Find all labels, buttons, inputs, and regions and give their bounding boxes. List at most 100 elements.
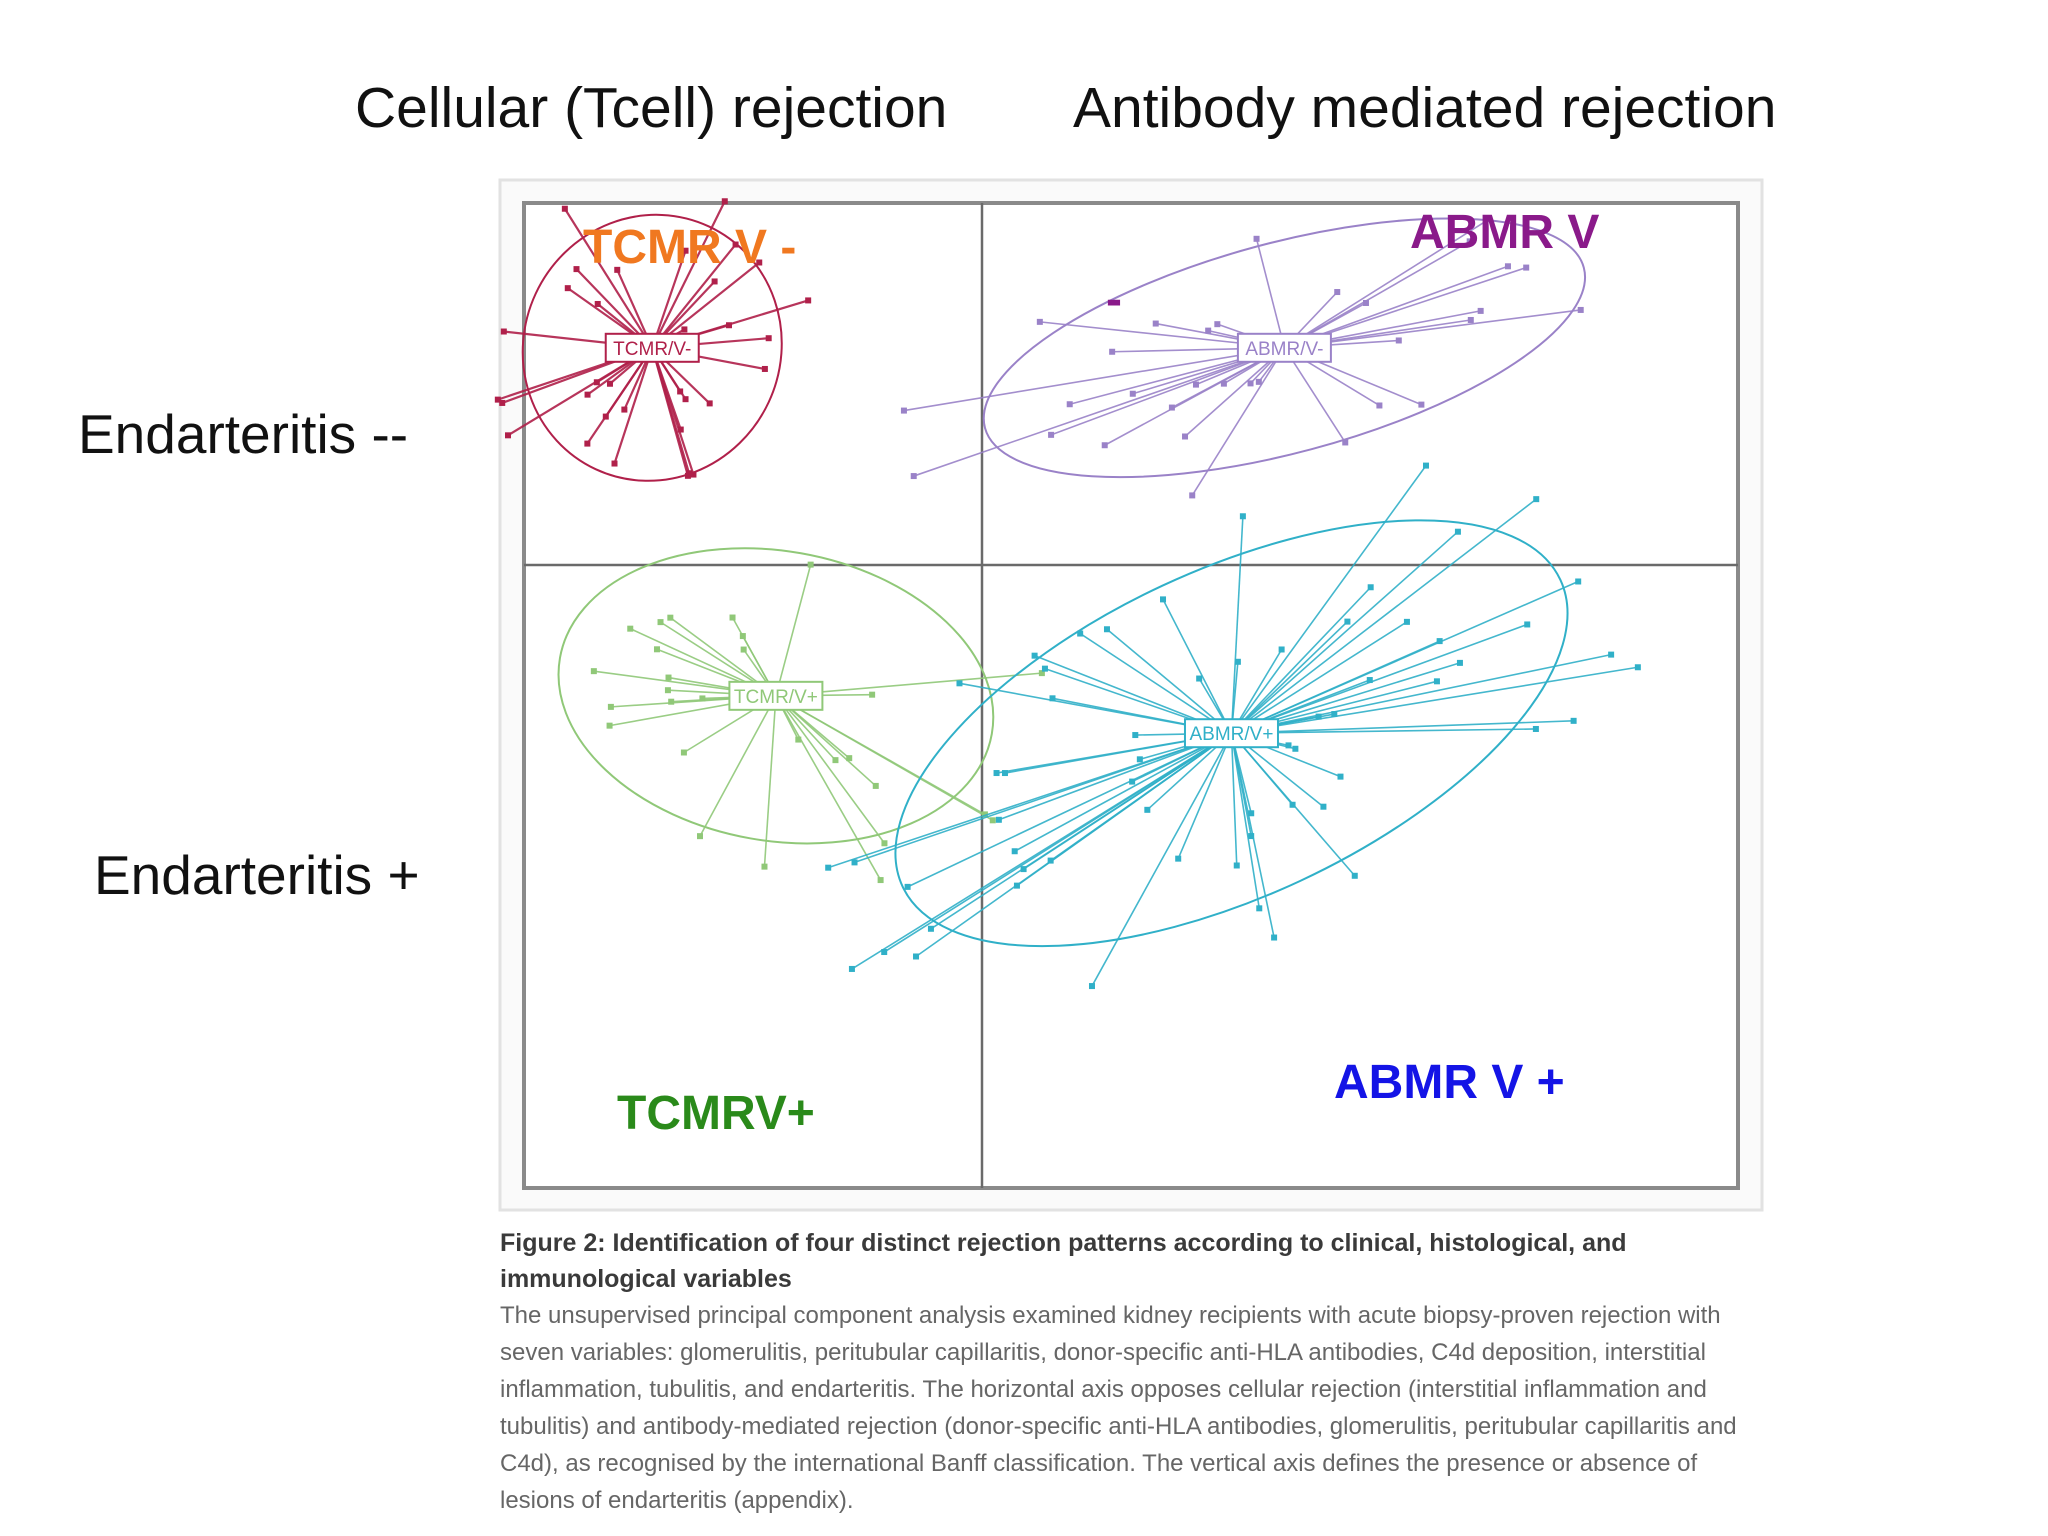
cluster-label-tcmr-v-pos: TCMR/V+	[734, 687, 818, 708]
spoke-line	[1231, 621, 1408, 734]
data-point	[1239, 513, 1246, 520]
spoke-line	[775, 564, 812, 697]
data-point	[1454, 528, 1461, 535]
data-point	[1271, 934, 1278, 941]
data-point	[1129, 390, 1136, 397]
data-point	[564, 285, 571, 292]
spoke-line	[1284, 309, 1581, 349]
data-point	[740, 646, 747, 653]
plot-area	[522, 201, 1740, 1190]
data-point	[611, 460, 618, 467]
spoke-line	[613, 347, 654, 464]
data-point	[993, 770, 1000, 777]
data-point	[1366, 677, 1373, 684]
data-point	[1253, 235, 1260, 242]
spoke-line	[1231, 728, 1536, 735]
data-point	[1466, 238, 1473, 245]
data-point	[681, 326, 688, 333]
data-point	[1214, 321, 1221, 328]
spoke-line	[1231, 653, 1612, 734]
data-point	[1036, 318, 1043, 325]
cluster-label-abmr-v-pos: ABMR/V+	[1190, 724, 1274, 745]
spoke-line	[1106, 628, 1232, 734]
cluster-ellipse	[894, 519, 1569, 948]
data-point	[1477, 307, 1484, 314]
data-point	[807, 561, 814, 568]
data-point	[989, 817, 996, 824]
spoke-line	[827, 732, 1232, 869]
data-point	[1255, 378, 1262, 385]
data-point	[1248, 810, 1255, 817]
data-point	[1575, 578, 1582, 585]
row-label-endarteritis-positive: Endarteritis +	[94, 844, 420, 906]
spoke-line	[775, 695, 882, 881]
spoke-line	[763, 695, 777, 867]
data-point	[1132, 732, 1139, 739]
data-point	[1152, 320, 1159, 327]
data-point	[499, 399, 506, 406]
data-point	[606, 722, 613, 729]
data-point	[682, 247, 689, 254]
data-point	[584, 440, 591, 447]
data-point	[680, 749, 687, 756]
spoke-line	[1231, 720, 1574, 735]
data-point	[981, 811, 988, 818]
spoke-line	[851, 732, 1232, 970]
spoke-line	[563, 208, 654, 349]
data-point	[1234, 658, 1241, 665]
cluster-label-box	[1183, 718, 1279, 749]
data-point	[1144, 806, 1151, 813]
cluster-ellipse	[982, 217, 1587, 479]
data-point	[621, 406, 628, 413]
label-tcmr-v-negative: TCMR V -	[583, 221, 797, 274]
spoke-line	[1255, 238, 1286, 348]
spoke-line	[1162, 599, 1233, 734]
data-point	[1634, 664, 1641, 671]
caption-title: Figure 2: Identification of four distinc…	[500, 1229, 1627, 1293]
data-point	[904, 883, 911, 890]
data-point	[846, 755, 853, 762]
data-point	[1351, 872, 1358, 879]
data-point	[1182, 433, 1189, 440]
spoke-line	[1230, 498, 1537, 734]
data-point	[657, 619, 664, 626]
spoke-line	[907, 732, 1232, 888]
caption-body: The unsupervised principal component ana…	[500, 1302, 1737, 1514]
data-point	[1031, 652, 1038, 659]
heading-antibody-rejection: Antibody mediated rejection	[1073, 76, 1777, 140]
spoke-line	[1283, 218, 1490, 349]
data-point	[851, 859, 858, 866]
data-point	[1256, 905, 1263, 912]
data-point	[910, 473, 917, 480]
data-point	[1504, 263, 1511, 270]
label-abmr-v-negative: ABMR V	[1410, 206, 1600, 259]
data-point	[1192, 381, 1199, 388]
spoke-line	[651, 243, 737, 349]
data-point	[1175, 855, 1182, 862]
data-point	[627, 625, 634, 632]
data-point	[761, 365, 768, 372]
data-point	[900, 407, 907, 414]
data-point	[1433, 678, 1440, 685]
data-point	[706, 400, 713, 407]
data-point	[690, 471, 697, 478]
data-point	[761, 863, 768, 870]
spoke-line	[1230, 733, 1238, 866]
data-point	[1001, 770, 1008, 777]
data-point	[668, 698, 675, 705]
data-point	[1247, 380, 1254, 387]
cluster-abmr-v-pos: ABMR/V+	[825, 462, 1641, 990]
data-point	[1278, 646, 1285, 653]
cluster-label-box	[1236, 332, 1332, 363]
data-point	[607, 703, 614, 710]
data-point	[682, 396, 689, 403]
data-point	[1047, 857, 1054, 864]
data-point	[732, 241, 739, 248]
data-point	[653, 646, 660, 653]
cluster-abmr-v-neg: ABMR/V-	[900, 216, 1587, 499]
data-point	[1342, 439, 1349, 446]
data-point	[1523, 264, 1530, 271]
data-point	[1041, 665, 1048, 672]
data-point	[1233, 862, 1240, 869]
